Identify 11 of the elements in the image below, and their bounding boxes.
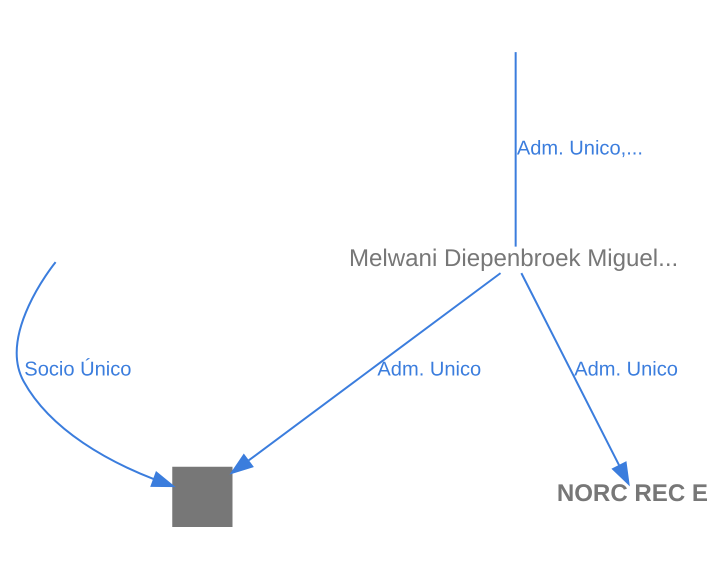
arrow: [229, 272, 502, 474]
arrow: [520, 272, 630, 486]
node-text: Melwani Diepenbroek Miguel...: [348, 244, 678, 272]
edge-label: Adm. Unico,...: [516, 136, 643, 159]
node-text: NORC REC E: [556, 480, 708, 507]
edge-label: Adm. Unico: [574, 358, 678, 380]
node-box: [172, 466, 232, 526]
edge-label: Socio Único: [24, 358, 132, 380]
connector: [514, 52, 517, 246]
arrow: [16, 260, 176, 487]
edge-label: Adm. Unico: [377, 358, 482, 380]
